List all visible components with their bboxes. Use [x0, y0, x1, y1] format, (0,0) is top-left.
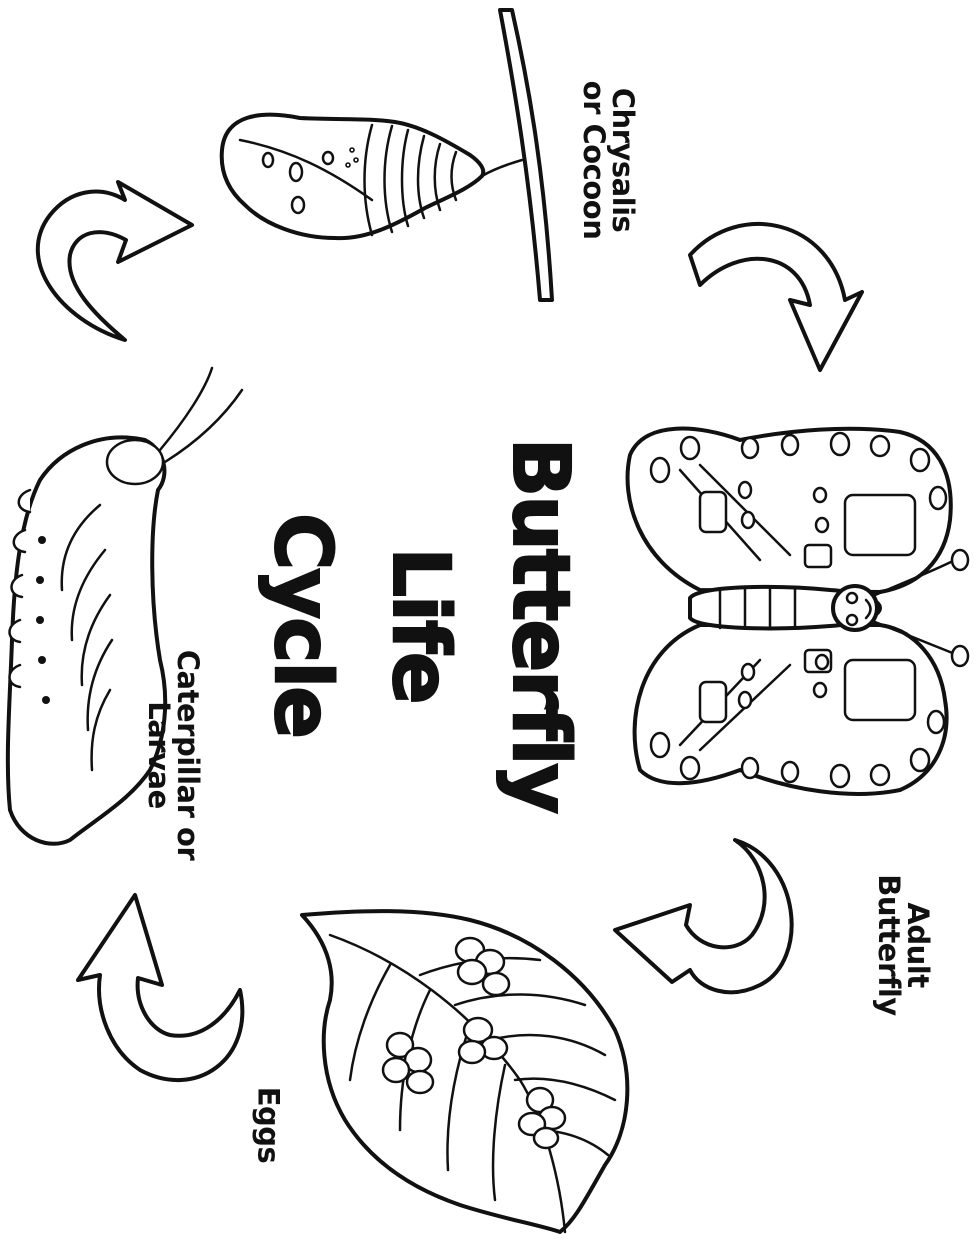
caterpillar-label-line1: Caterpillar or	[173, 650, 202, 860]
caterpillar-label-line2: Larvae	[144, 650, 173, 860]
chrysalis-label-line1: Chrysalis	[608, 81, 637, 240]
caterpillar-illustration	[8, 368, 242, 844]
arrow-caterpillar-to-chrysalis	[38, 182, 192, 340]
arrow-eggs-to-caterpillar	[78, 895, 242, 1080]
chrysalis-illustration	[222, 10, 552, 300]
arrow-adult-to-eggs	[615, 840, 792, 992]
adult-butterfly-label: Adult Butterfly	[874, 874, 932, 1015]
adult-label-line1: Adult	[903, 874, 932, 1015]
caterpillar-label: Caterpillar or Larvae	[144, 650, 202, 860]
eggs-label: Eggs	[254, 1087, 283, 1164]
chrysalis-label-line2: or Cocoon	[579, 81, 608, 240]
title-line-life: Life	[381, 547, 459, 702]
butterfly-illustration	[628, 429, 968, 794]
title-line-cycle: Cycle	[263, 513, 341, 737]
chrysalis-label: Chrysalis or Cocoon	[579, 81, 637, 240]
leaf-with-eggs-illustration	[302, 911, 627, 1232]
eggs-label-line1: Eggs	[254, 1087, 283, 1164]
adult-label-line2: Butterfly	[874, 874, 903, 1015]
arrow-chrysalis-to-adult	[690, 224, 862, 370]
title-line-butterfly: Butterfly	[501, 438, 579, 812]
